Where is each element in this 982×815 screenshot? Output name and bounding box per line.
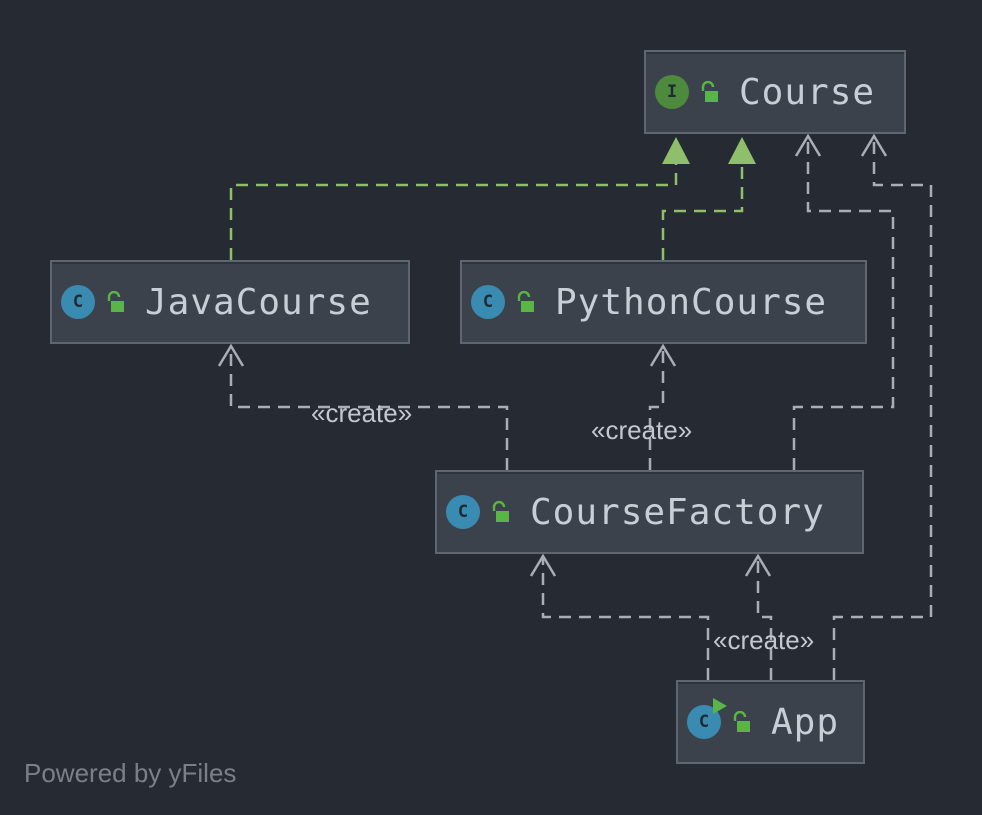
unlocked-padlock-icon — [701, 81, 718, 102]
powered-by-footer: Powered by yFiles — [24, 758, 237, 788]
dependency-arrowhead — [744, 553, 772, 577]
unlocked-padlock-icon — [107, 291, 124, 312]
node-course[interactable]: I Course — [644, 50, 906, 134]
node-javacourse[interactable]: C JavaCourse — [50, 260, 410, 344]
unlocked-padlock-icon — [492, 501, 509, 522]
edge-app-uses-factory — [756, 556, 773, 680]
node-app[interactable]: C App — [676, 680, 865, 764]
runnable-class-icon: C — [687, 698, 727, 739]
edge-javacourse-implements-course — [229, 164, 678, 260]
class-icon: C — [471, 285, 505, 319]
edge-factory-creates-javacourse — [229, 346, 509, 470]
node-label: PythonCourse — [555, 281, 828, 323]
node-coursefactory[interactable]: C CourseFactory — [435, 470, 864, 554]
node-label: App — [771, 701, 840, 743]
node-label: Course — [739, 71, 876, 113]
edge-label-create: «create» — [311, 398, 413, 428]
unlocked-padlock-icon — [733, 711, 750, 732]
edge-label-create: «create» — [591, 415, 693, 445]
dependency-arrowhead — [529, 553, 557, 577]
realization-arrowhead — [662, 137, 690, 164]
edge-label-create: «create» — [713, 625, 815, 655]
edge-factory-creates-pythoncourse — [648, 346, 665, 470]
dependency-arrowhead — [217, 343, 245, 367]
dependency-arrowhead — [794, 133, 822, 157]
dependency-arrowhead — [649, 343, 677, 367]
class-icon: C — [446, 495, 480, 529]
node-label: CourseFactory — [530, 491, 825, 533]
realization-arrowhead — [728, 137, 756, 164]
node-pythoncourse[interactable]: C PythonCourse — [460, 260, 867, 344]
edge-app-creates-factory — [541, 556, 710, 680]
interface-icon: I — [655, 75, 689, 109]
edge-pythoncourse-implements-course — [661, 164, 744, 260]
unlocked-padlock-icon — [517, 291, 534, 312]
dependency-arrowhead — [860, 133, 888, 157]
edge-factory-uses-course — [792, 136, 895, 470]
node-label: JavaCourse — [145, 281, 372, 323]
run-marker-icon — [713, 698, 727, 714]
class-icon: C — [61, 285, 95, 319]
